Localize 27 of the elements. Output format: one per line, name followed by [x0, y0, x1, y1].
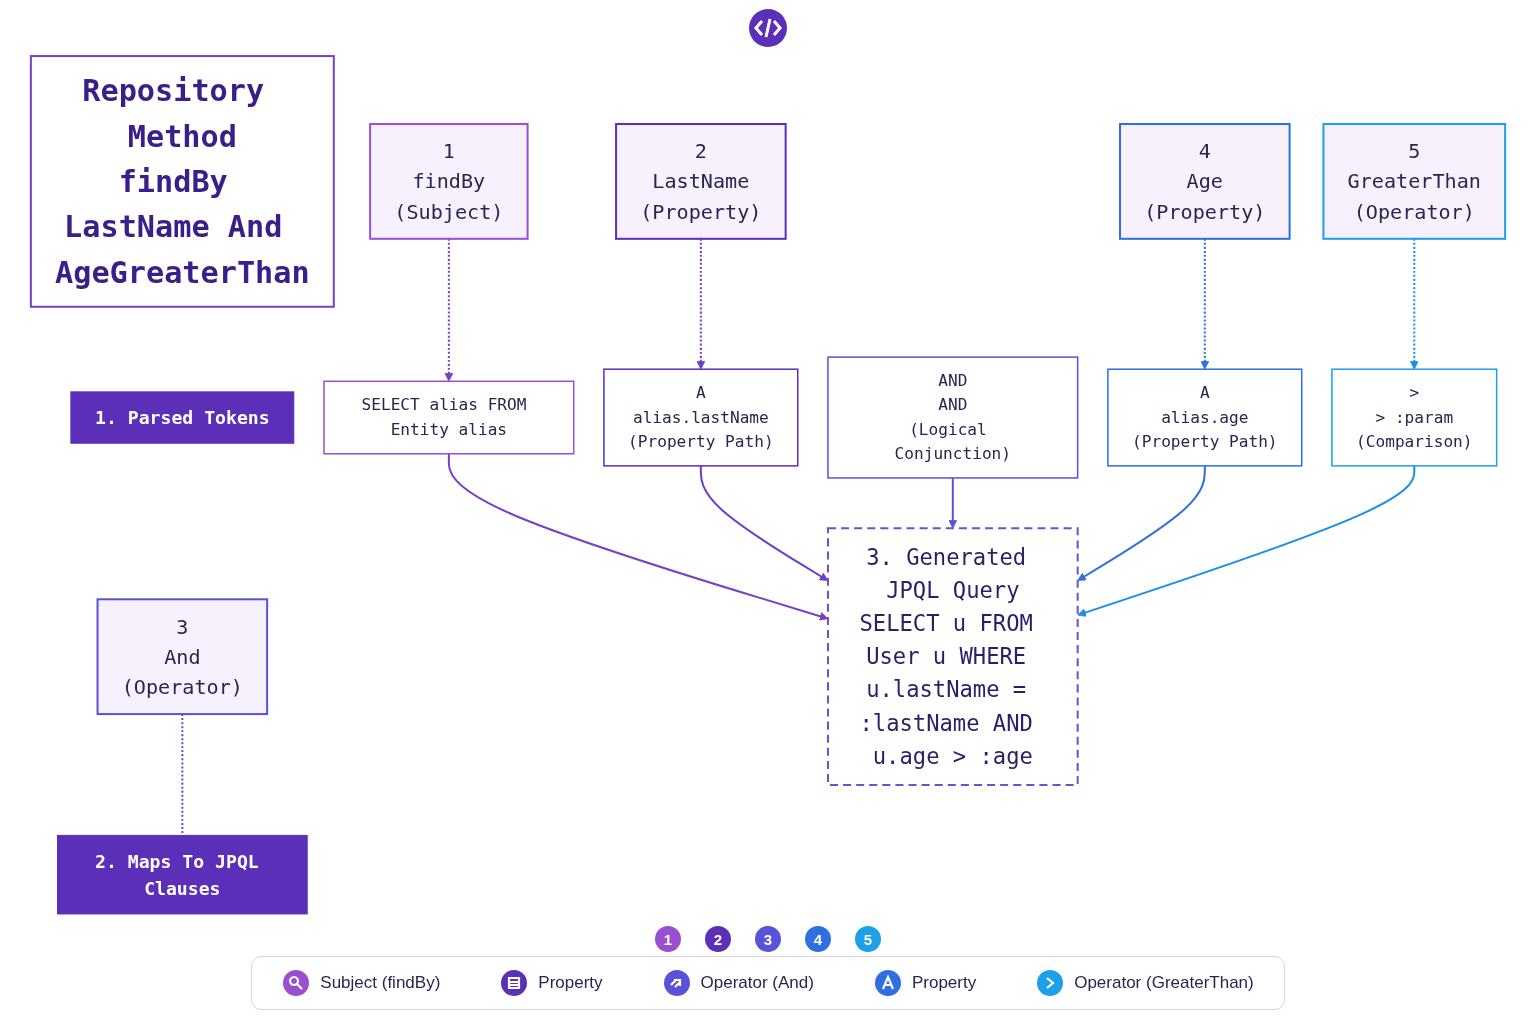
callout-number: 5 [855, 926, 881, 952]
callout-number: 3 [755, 926, 781, 952]
node-box: Repository Method findBy LastName And AgeGreaterThan [29, 55, 335, 308]
arrow [1077, 465, 1416, 617]
node-box: 3. Generated JPQL Query SELECT u FROM User u WHERE u.lastName = :lastName AND u.age > :age [826, 527, 1079, 787]
legend-text: Operator (GreaterThan) [1074, 973, 1254, 993]
node-box: SELECT alias FROM Entity alias [323, 380, 575, 455]
legend-text: Property [538, 973, 603, 993]
legend-text: Subject (findBy) [320, 973, 441, 993]
node-box: AND AND (Logical Conjunction) [827, 356, 1079, 479]
node-box: 1. Parsed Tokens [70, 391, 295, 444]
node-box: 1 findBy (Subject) [369, 123, 529, 240]
node-box: 3 And (Operator) [96, 598, 269, 716]
node-box: > > :param (Comparison) [1331, 368, 1498, 467]
legend-text: Operator (And) [700, 973, 814, 993]
node-box: 2 LastName (Property) [615, 123, 787, 240]
node-box: A alias.lastName (Property Path) [603, 368, 799, 467]
callout-number: 4 [805, 926, 831, 952]
callout-number: 1 [655, 926, 681, 952]
node-box: 2. Maps To JPQL Clauses [56, 834, 308, 915]
node-box: 4 Age (Property) [1119, 123, 1291, 240]
legend-text: Property [911, 973, 977, 993]
arrow [948, 477, 958, 529]
callout-number: 2 [705, 926, 731, 952]
node-box: 5 GreaterThan (Operator) [1322, 123, 1507, 240]
node-box: A alias.age (Property Path) [1107, 368, 1303, 467]
arrow [1077, 465, 1206, 581]
